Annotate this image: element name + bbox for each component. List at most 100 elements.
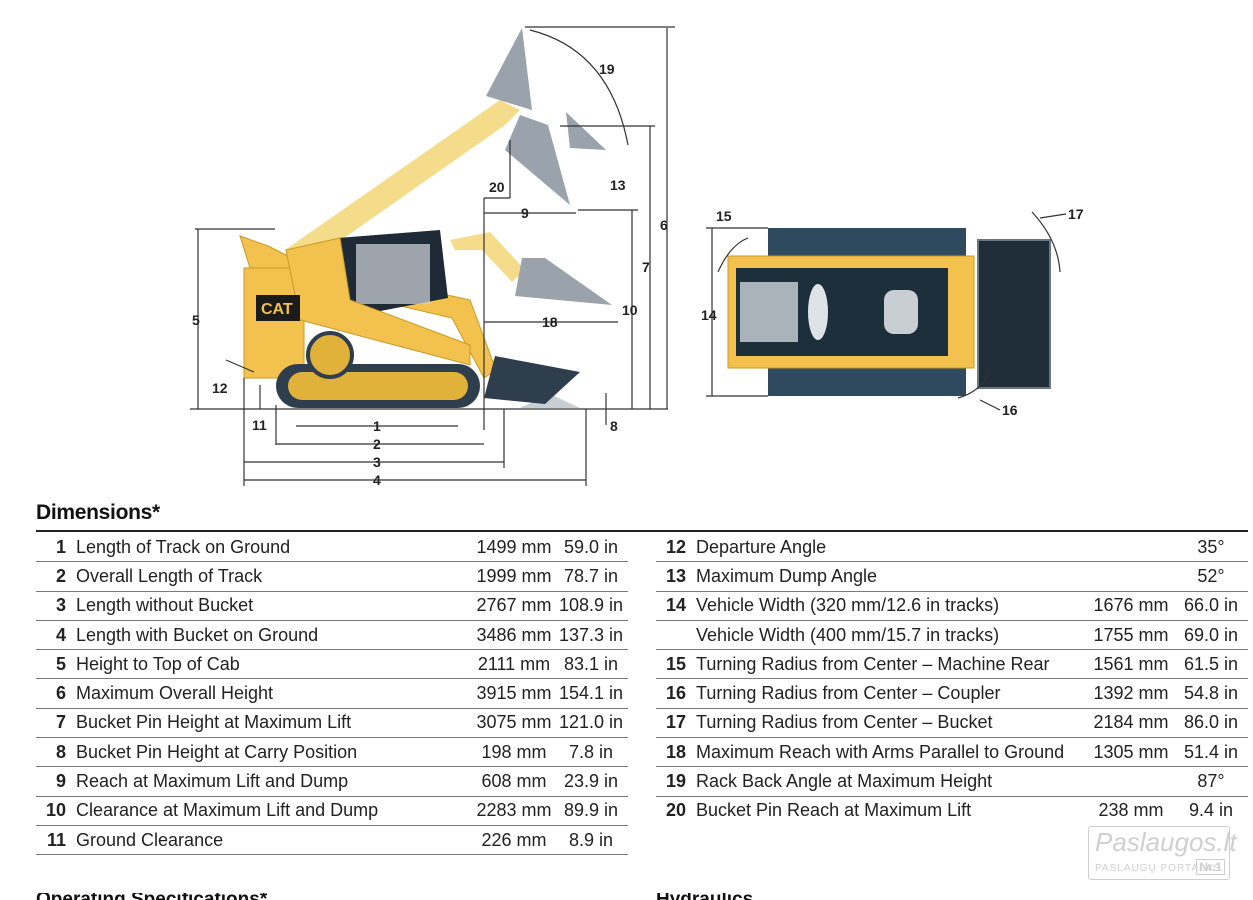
row-value-mm: 1999 mm [474,561,554,592]
top-engine-grill [740,282,798,342]
diagram-label-18: 18 [542,314,558,330]
top-bucket [977,239,1051,389]
row-label: Departure Angle [696,533,1088,563]
row-number: 5 [36,649,76,680]
row-label: Length with Bucket on Ground [76,620,474,651]
top-view-illustration [727,228,1051,396]
row-number: 3 [36,591,76,621]
row-value-in: 9.4 in [1188,800,1234,821]
track-inner [288,372,468,400]
row-value-mm: 198 mm [474,737,554,768]
top-view-labels: 14 15 16 17 [701,206,1084,418]
diagram-label-8: 8 [610,418,618,434]
top-dimension-lines [706,211,1067,411]
row-number: 20 [665,800,686,821]
top-cab-roof [808,284,828,340]
diagram-label-5: 5 [192,312,200,328]
side-view-labels: 1 2 3 4 5 6 7 8 9 10 11 12 13 18 19 20 [192,61,668,488]
watermark-sub: PASLAUGŲ PORTALAS [1095,863,1221,874]
row-number: 14 [656,591,696,621]
row-number: 11 [36,825,76,856]
row-value-in: 87° [1174,766,1248,797]
row-number: 6 [36,678,76,709]
row-label: Maximum Reach with Arms Parallel to Grou… [696,737,1088,768]
row-value-mm: 1676 mm [1088,591,1174,621]
row-number: 16 [656,678,696,709]
row-value-mm [1088,561,1174,592]
row-number: 15 [656,649,696,680]
row-label: Height to Top of Cab [76,649,474,680]
diagram-label-2: 2 [373,436,381,452]
diagram-label-20: 20 [489,179,505,195]
diagram-label-15: 15 [716,208,732,224]
heading-rule [36,530,1248,532]
bucket-max-height [486,28,532,110]
row-label: Vehicle Width (400 mm/15.7 in tracks) [696,620,1088,651]
bucket-ghost-ground [520,394,580,408]
row-label: Bucket Pin Reach at Maximum Lift [696,800,972,821]
sprocket [306,331,354,379]
row-value-in: 137.3 in [554,620,628,651]
row-number [656,620,696,651]
row-number: 17 [656,708,696,739]
row-value-in: 69.0 in [1174,620,1248,651]
diagram-label-6: 6 [660,217,668,233]
diagram-label-3: 3 [373,454,381,470]
dimension-row: 20 Bucket Pin Reach at Maximum Lift 238 mm… [656,796,1248,825]
row-label: Rack Back Angle at Maximum Height [696,766,1088,797]
row-value-mm: 238 mm [1098,800,1164,821]
row-value-mm: 1305 mm [1088,737,1174,768]
watermark-logo: Paslaugos.lt PASLAUGŲ PORTALAS Nr.1 [1088,826,1237,880]
cab-window [356,244,430,304]
row-value-in: 66.0 in [1174,591,1248,621]
row-value-mm: 3075 mm [474,708,554,739]
raised-arm-ghost [285,100,520,262]
row-number: 7 [36,708,76,739]
bucket-dump [505,115,570,205]
row-label: Overall Length of Track [76,561,474,592]
hydraulics-heading: Hydraulics [656,893,753,900]
diagram-label-7: 7 [642,259,650,275]
row-value-in: 52° [1174,561,1248,592]
diagram-label-4: 4 [373,472,381,488]
row-label: Vehicle Width (320 mm/12.6 in tracks) [696,591,1088,621]
row-number: 9 [36,766,76,797]
diagram-label-12: 12 [212,380,228,396]
row-number: 19 [656,766,696,797]
row-value-mm: 2283 mm [474,796,554,826]
row-value-in: 121.0 in [554,708,628,739]
cat-badge-text: CAT [261,301,293,318]
row-label: Turning Radius from Center – Bucket [696,708,1088,739]
side-dimension-lines [190,26,675,486]
dimension-row: Vehicle Width (400 mm/15.7 in tracks)175… [656,620,1248,651]
row-label: Length without Bucket [76,591,474,621]
row-label: Turning Radius from Center – Machine Rea… [696,649,1088,680]
row-label: Maximum Dump Angle [696,561,1088,592]
diagram-label-9: 9 [521,205,529,221]
row-value-mm: 1392 mm [1088,678,1174,709]
mid-arm-ghost [450,232,525,282]
side-view-illustration: CAT [239,28,612,408]
diagram-label-13: 13 [610,177,626,193]
diagram-label-19: 19 [599,61,615,77]
row-value-in: 23.9 in [554,766,628,797]
row-value-mm: 3915 mm [474,678,554,709]
cat-badge-plate [256,295,300,321]
diagram-label-17: 17 [1068,206,1084,222]
bucket-rack-back [566,112,606,150]
top-track-lower [768,368,966,396]
